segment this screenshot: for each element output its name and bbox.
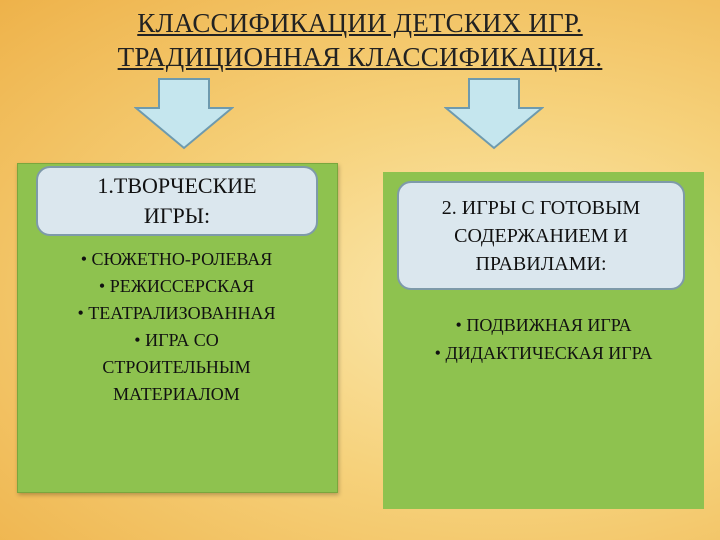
creative-games-header: 1.ТВОРЧЕСКИЕ ИГРЫ: <box>36 166 318 236</box>
list-item: • ИГРА СО СТРОИТЕЛЬНЫМ МАТЕРИАЛОМ <box>102 330 251 404</box>
page-title: КЛАССИФИКАЦИИ ДЕТСКИХ ИГР. ТРАДИЦИОННАЯ … <box>0 6 720 74</box>
title-line-1: КЛАССИФИКАЦИИ ДЕТСКИХ ИГР. <box>137 8 583 38</box>
rule-games-list: • ПОДВИЖНАЯ ИГРА • ДИДАКТИЧЕСКАЯ ИГРА <box>383 311 704 367</box>
list-item: • ДИДАКТИЧЕСКАЯ ИГРА <box>434 343 653 363</box>
list-item: • РЕЖИССЕРСКАЯ <box>98 276 255 296</box>
rule-games-header: 2. ИГРЫ С ГОТОВЫМ СОДЕРЖАНИЕМ И ПРАВИЛАМ… <box>397 181 685 290</box>
arrow-down-icon <box>444 78 544 150</box>
title-line-2: ТРАДИЦИОННАЯ КЛАССИФИКАЦИЯ. <box>117 42 603 72</box>
creative-games-list: • СЮЖЕТНО-РОЛЕВАЯ • РЕЖИССЕРСКАЯ • ТЕАТР… <box>24 246 329 408</box>
list-item: • СЮЖЕТНО-РОЛЕВАЯ <box>80 249 273 269</box>
list-item: • ТЕАТРАЛИЗОВАННАЯ <box>77 303 276 323</box>
list-item: • ПОДВИЖНАЯ ИГРА <box>455 315 632 335</box>
arrow-down-icon <box>134 78 234 150</box>
